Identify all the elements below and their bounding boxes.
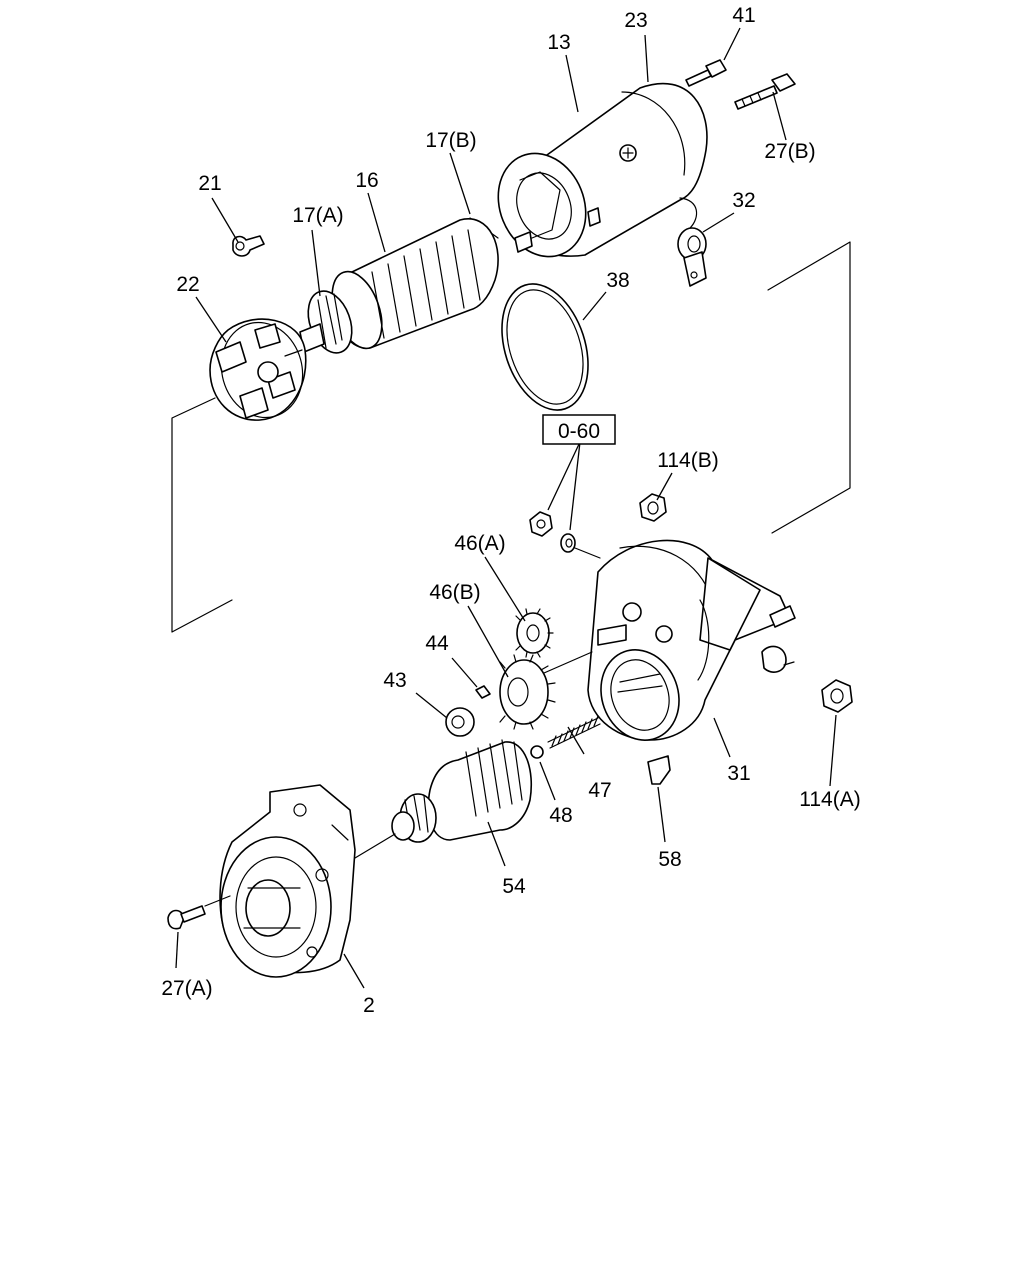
label-43: 43 (383, 669, 406, 692)
label-27a: 27(A) (161, 977, 212, 1000)
label-41: 41 (732, 4, 755, 27)
ref-0-60-washer (560, 533, 576, 553)
reference-label-0-60: 0-60 (558, 420, 600, 443)
part-38-o-ring (501, 283, 589, 411)
label-22: 22 (176, 273, 199, 296)
part-16-armature (279, 217, 499, 354)
part-21-brush-spring (232, 235, 265, 257)
leader-lines (175, 27, 837, 989)
reference-box-0-60: 0-60 (542, 414, 616, 445)
label-44: 44 (425, 632, 449, 655)
label-58: 58 (658, 848, 681, 871)
label-16: 16 (355, 169, 378, 192)
part-43-bearing (445, 707, 475, 737)
part-44-pin (475, 685, 491, 699)
part-58-dust-cover (647, 755, 671, 785)
part-31-magnetic-switch (587, 539, 796, 741)
label-46a: 46(A) (454, 532, 505, 555)
part-47-spring (547, 715, 601, 749)
part-54-pinion-clutch (354, 739, 533, 859)
label-114b: 114(B) (657, 449, 718, 472)
label-46b: 46(B) (429, 581, 480, 604)
label-31: 31 (727, 762, 750, 785)
label-21: 21 (198, 172, 221, 195)
part-22-brush-holder (209, 318, 307, 421)
part-13-yoke (497, 82, 708, 258)
part-48-ball (530, 745, 544, 759)
part-labels: 13 23 41 27(B) 17(B) 21 16 17(A) 32 22 3… (161, 4, 860, 1017)
label-48: 48 (549, 804, 572, 827)
label-32: 32 (732, 189, 755, 212)
label-23: 23 (624, 9, 647, 32)
label-27b: 27(B) (764, 140, 815, 163)
part-41-bolt (685, 59, 727, 87)
label-54: 54 (502, 875, 526, 898)
label-13: 13 (547, 31, 570, 54)
part-114b-nut (639, 493, 667, 522)
label-47: 47 (588, 779, 611, 802)
part-2-drive-housing (219, 784, 356, 978)
assembly-outline-right (767, 241, 851, 534)
label-17b: 17(B) (425, 129, 476, 152)
part-114a-nut (821, 679, 853, 713)
alignment-lines (204, 547, 601, 907)
label-38: 38 (606, 269, 629, 292)
label-2: 2 (363, 994, 375, 1017)
part-27a-bolt (167, 905, 206, 930)
part-32-lead-wire (677, 197, 707, 287)
assembly-outline-left (171, 397, 233, 633)
label-17a: 17(A) (292, 204, 343, 227)
ref-0-60-nut (529, 511, 553, 537)
part-46b-gear (499, 654, 556, 730)
part-46a-gear (515, 608, 554, 658)
part-27b-through-bolt (734, 73, 796, 110)
label-114a: 114(A) (799, 788, 860, 811)
